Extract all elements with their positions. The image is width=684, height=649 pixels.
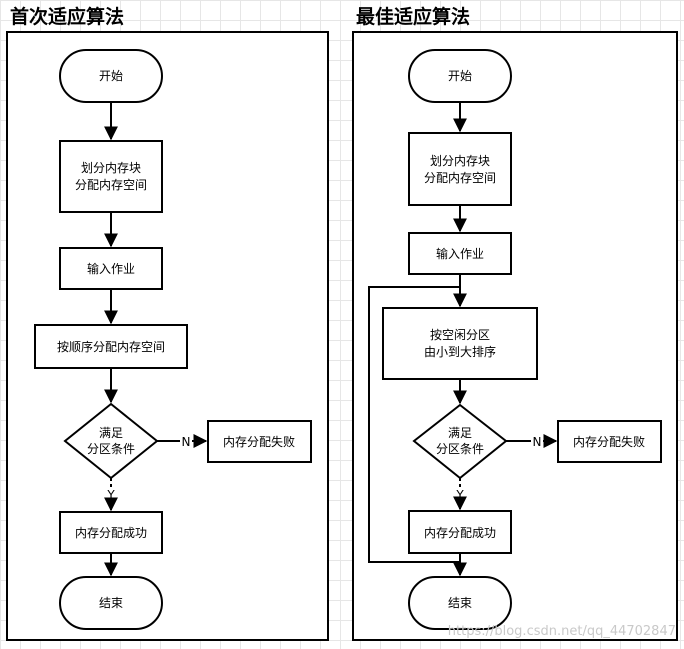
right-fail-label: 内存分配失败 (573, 434, 645, 449)
left-order-label: 按顺序分配内存空间 (57, 339, 165, 354)
left-decision-label-line1: 满足 (99, 426, 123, 440)
right-input-process (408, 232, 512, 275)
left-success-label: 内存分配成功 (75, 526, 147, 540)
right-fail-process (557, 420, 662, 463)
left-start-terminator (59, 49, 163, 103)
left-success-process (59, 511, 163, 554)
left-yes-label: Y (106, 488, 115, 502)
left-end-terminator (59, 576, 163, 630)
left-no-label-bg (180, 434, 192, 449)
right-sort-process (382, 307, 538, 380)
watermark-text: https://blog.csdn.net/qq_44702847 (447, 624, 676, 639)
left-end-label: 结束 (99, 596, 123, 610)
left-order-process (34, 324, 188, 369)
right-success-process (408, 510, 512, 554)
right-decision-label-line1: 满足 (448, 426, 472, 440)
right-divide-label-line2: 分配内存空间 (424, 171, 496, 185)
right-start-label: 开始 (448, 69, 472, 83)
left-no-label: N (182, 435, 191, 449)
left-flowchart: 开始 划分内存块 分配内存空间 输入作业 按顺序分配内存空间 满足 分区条件 N… (34, 49, 312, 630)
right-input-label: 输入作业 (436, 246, 484, 261)
left-decision-label-line2: 分区条件 (87, 442, 135, 456)
left-divide-process (59, 140, 163, 213)
right-flowchart-title: 最佳适应算法 (356, 6, 471, 28)
left-start-label: 开始 (99, 69, 123, 83)
right-start-terminator (408, 49, 512, 103)
right-end-label: 结束 (448, 596, 472, 610)
right-success-label: 内存分配成功 (424, 526, 496, 540)
right-no-label-bg (531, 434, 543, 449)
left-fail-process (207, 420, 312, 463)
right-yes-label: Y (455, 488, 464, 502)
left-decision-diamond (63, 402, 159, 480)
right-loop-connector (368, 286, 460, 563)
right-decision-label-line2: 分区条件 (436, 442, 484, 456)
right-no-label: N (533, 435, 542, 449)
right-sort-label-line2: 由小到大排序 (424, 344, 496, 359)
right-flowchart: 开始 划分内存块 分配内存空间 输入作业 按空闲分区 由小到大排序 满足 分区条… (368, 49, 662, 630)
right-divide-label-line1: 划分内存块 (430, 154, 490, 168)
left-input-process (59, 247, 163, 290)
right-sort-label-line1: 按空闲分区 (430, 328, 490, 342)
right-decision-diamond (412, 403, 508, 480)
right-divide-process (408, 132, 512, 206)
left-divide-label-line2: 分配内存空间 (75, 178, 147, 192)
left-fail-label: 内存分配失败 (223, 434, 295, 449)
left-flowchart-title: 首次适应算法 (10, 6, 125, 28)
left-divide-label-line1: 划分内存块 (81, 161, 141, 175)
right-end-terminator (408, 576, 512, 630)
left-input-label: 输入作业 (87, 261, 135, 276)
